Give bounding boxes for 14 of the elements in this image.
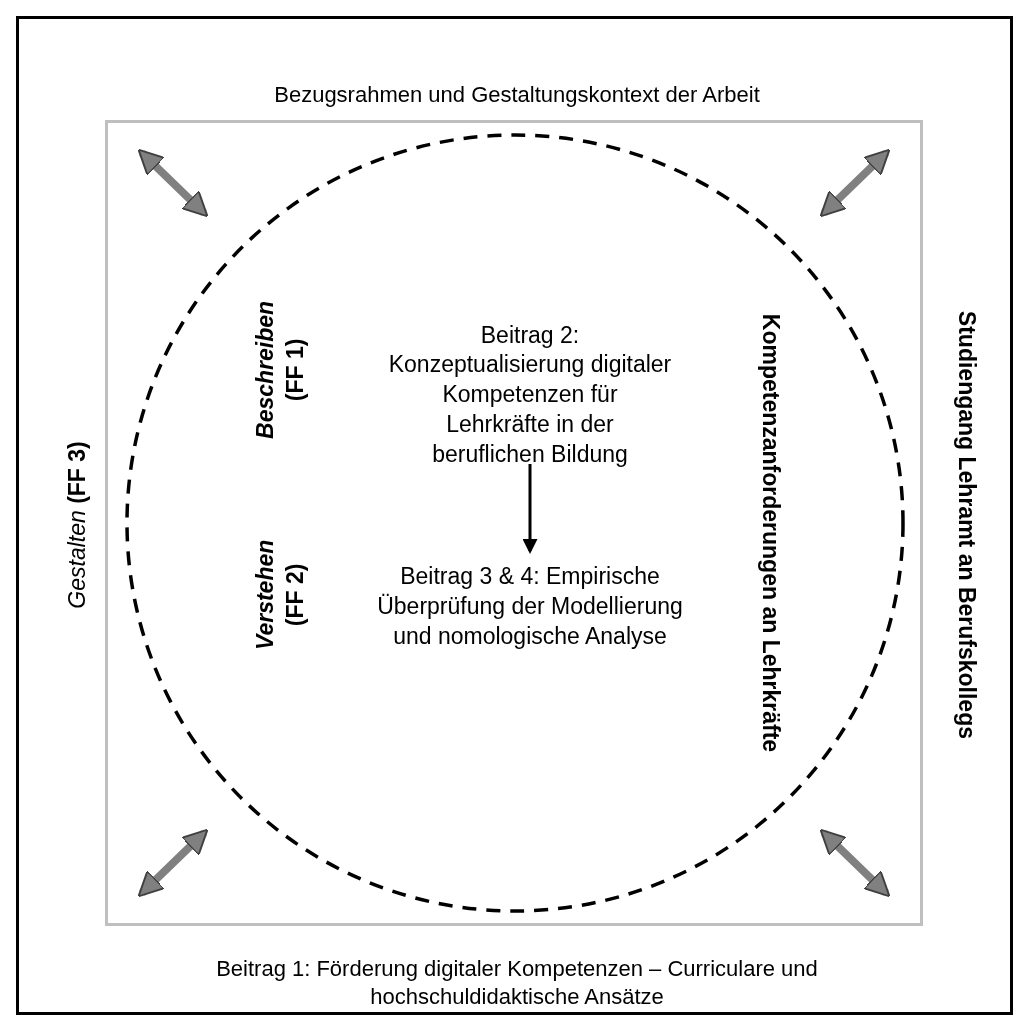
double-arrow (137, 148, 209, 218)
side-label: Gestalten (FF 3) (63, 440, 92, 611)
contribution-text: Beitrag 2: Konzeptualisierung digitaler Kompetenzen für Lehrkräfte in der beruflichen Bildung (387, 320, 673, 470)
frame-caption: Beitrag 1: Förderung digitaler Kompetenzen – Curriculare und hochschuldidaktische Ansätze (215, 954, 819, 1012)
circle-label: Kompetenzanforderungen an Lehrkräfte (756, 312, 785, 755)
research-question-label: Verstehen (FF 2) (250, 538, 309, 653)
arrow (522, 464, 538, 554)
contribution-text: Beitrag 3 & 4: Empirische Überprüfung der Modellierung und nomologische Analyse (376, 562, 684, 651)
research-question-label: Beschreiben (FF 1) (250, 299, 309, 441)
double-arrow (137, 828, 209, 898)
double-arrow (819, 148, 891, 218)
side-label: Studiengang Lehramt an Berufskollegs (952, 309, 981, 741)
double-arrow (819, 828, 891, 898)
frame-heading: Bezugsrahmen und Gestaltungskontext der Arbeit (273, 80, 761, 109)
